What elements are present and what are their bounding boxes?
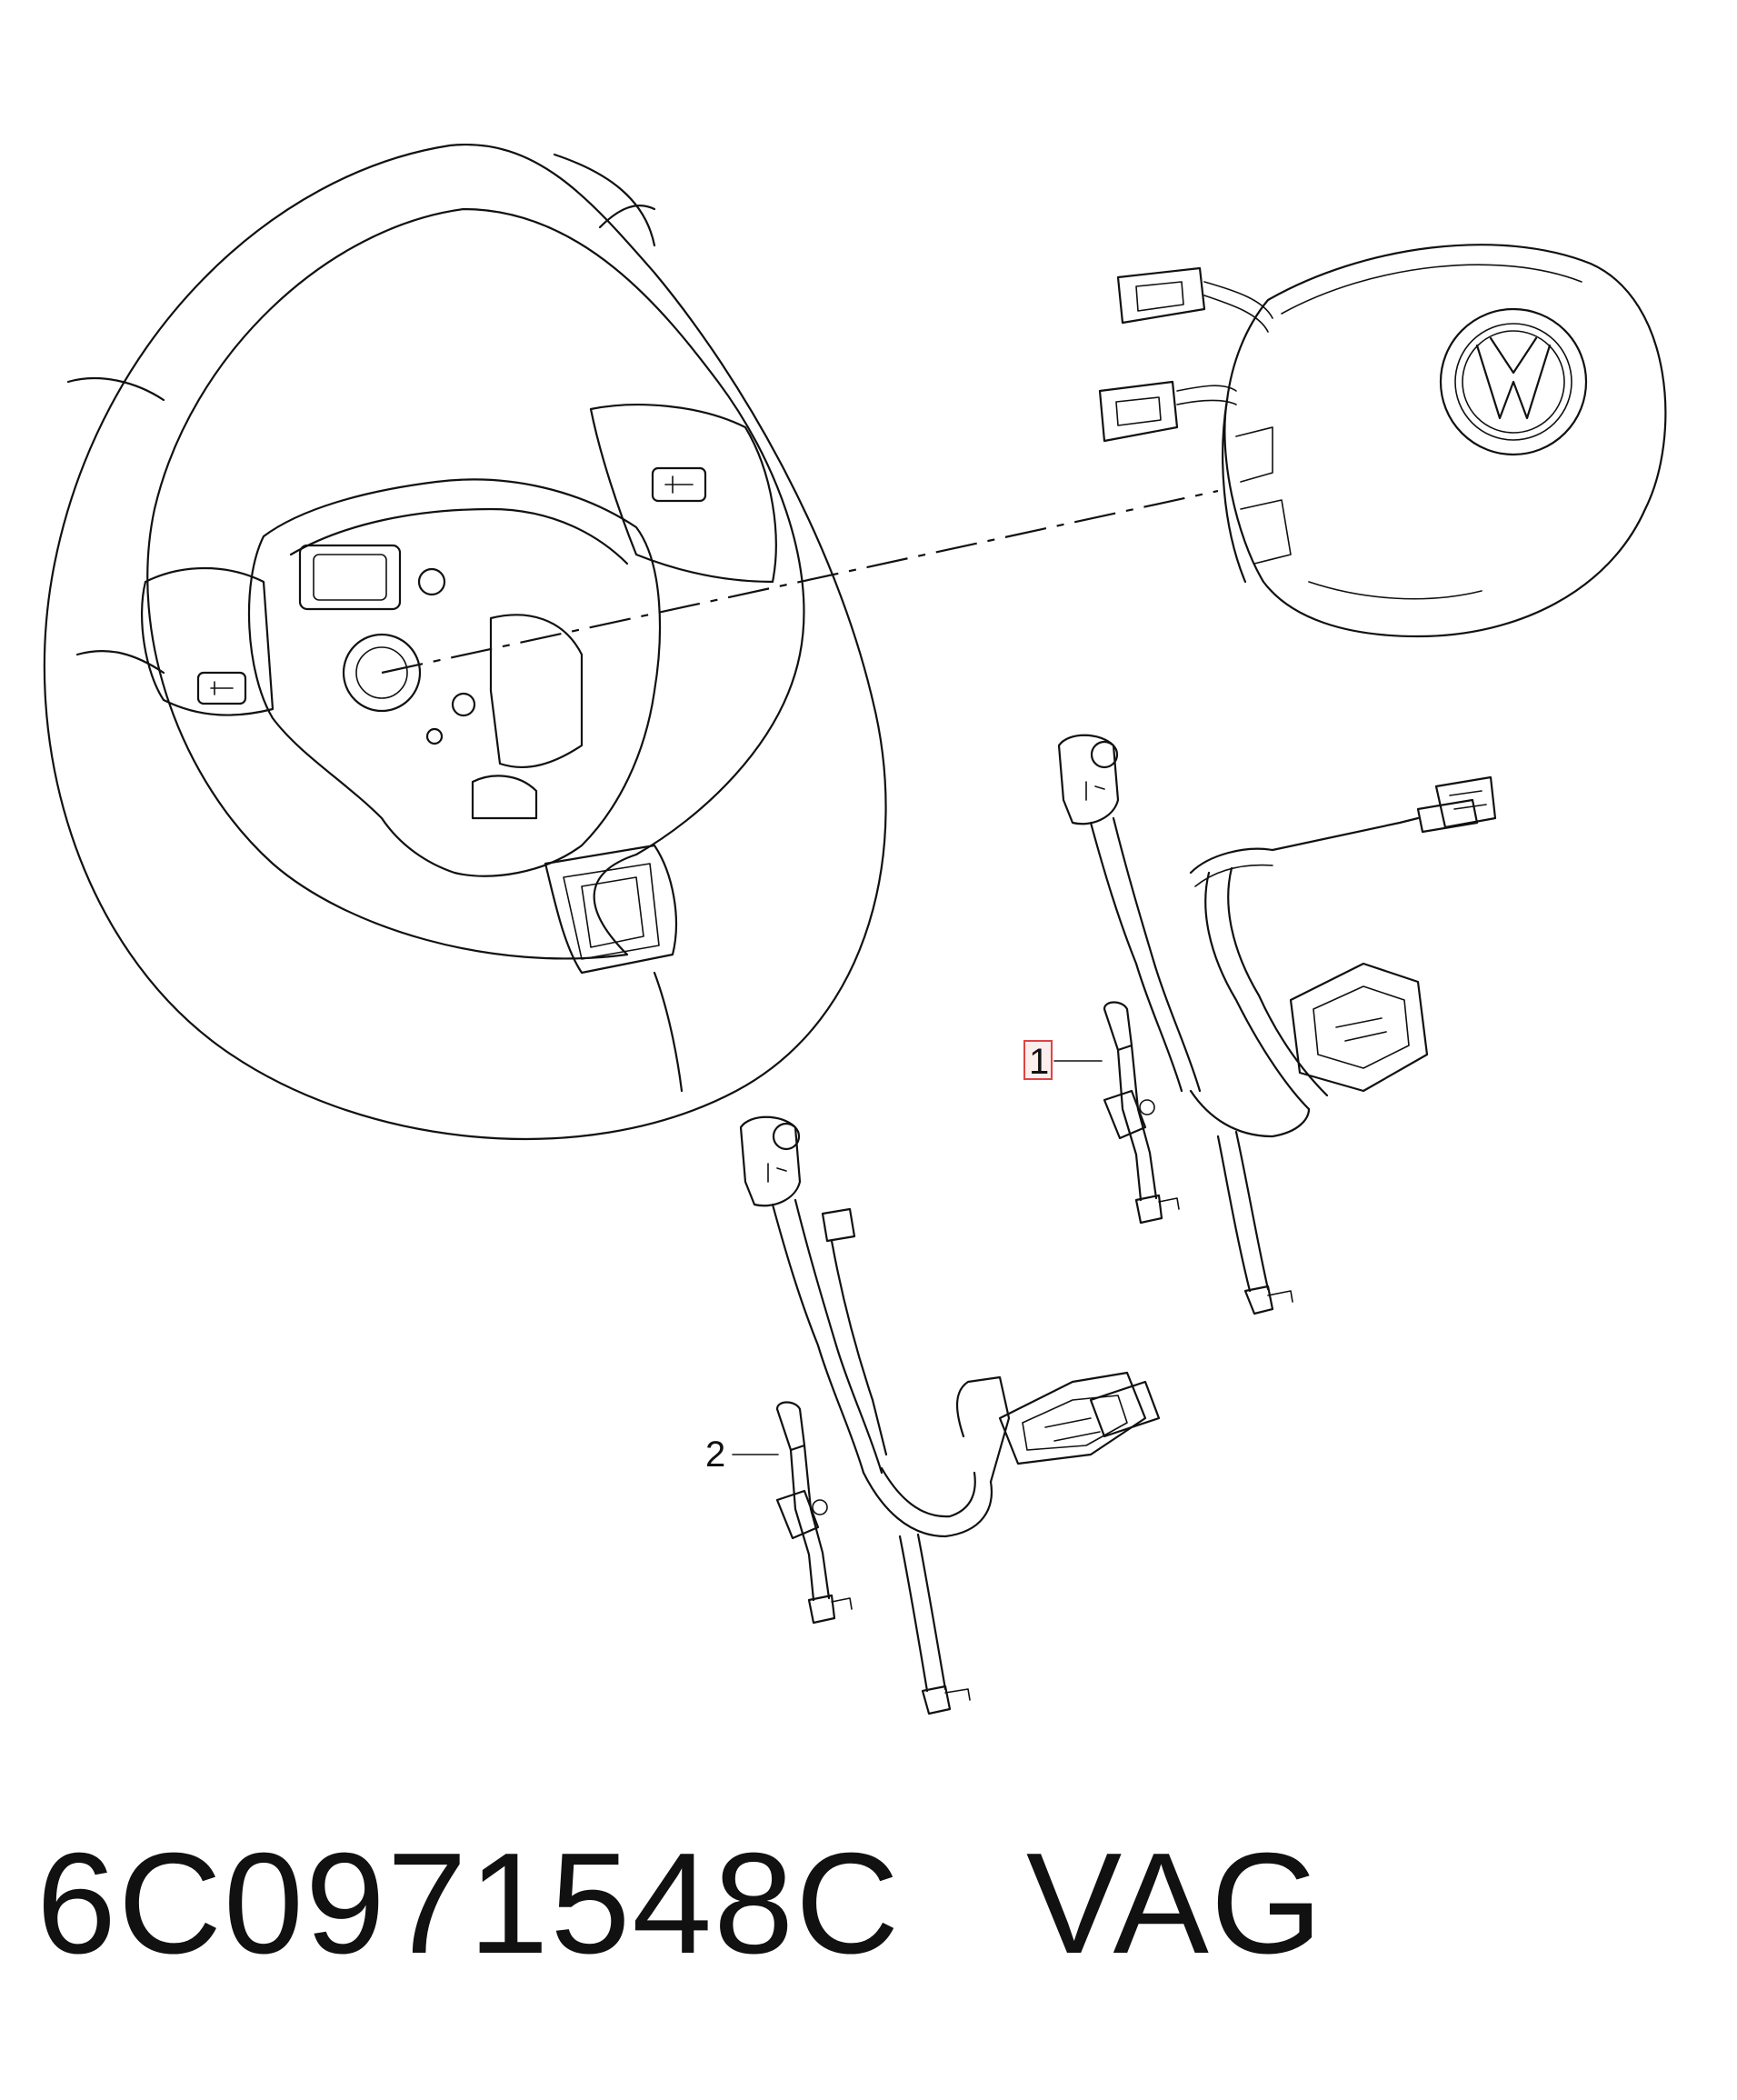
vw-logo-icon (1439, 307, 1588, 456)
callout-2[interactable]: 2 (705, 1435, 779, 1475)
wiring-harness-2 (739, 1115, 1161, 1715)
brand-name: VAG (1025, 1824, 1324, 1984)
assembly-line (381, 489, 1219, 675)
steering-wheel (43, 143, 887, 1140)
part-number: 6C0971548C (36, 1824, 902, 1984)
airbag-module (1098, 244, 1667, 638)
callout-2-label: 2 (705, 1435, 725, 1475)
callout-1-highlight (1023, 1040, 1053, 1080)
wiring-harness-1 (1057, 734, 1497, 1315)
callout-1[interactable]: 1 (1023, 1040, 1103, 1082)
part-number-footer: 6C0971548C VAG (36, 1832, 1324, 1975)
callout-1-label: 1 (1029, 1042, 1049, 1082)
